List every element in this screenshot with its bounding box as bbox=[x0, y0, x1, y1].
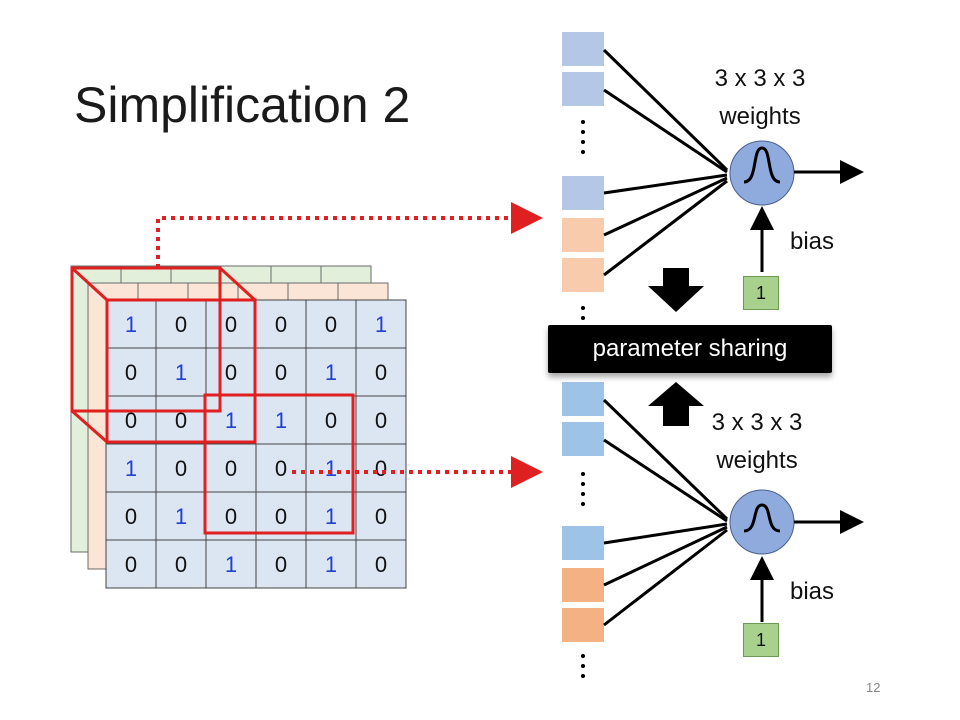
weights-top bbox=[602, 48, 729, 277]
matrix-cell-value: 1 bbox=[225, 552, 237, 577]
matrix-cell-value: 1 bbox=[275, 408, 287, 433]
matrix-cell-value: 0 bbox=[275, 552, 287, 577]
weights-label-top-text: 3 x 3 x 3 weights bbox=[714, 65, 806, 130]
down-block-arrow bbox=[648, 268, 704, 312]
matrix-cell-value: 1 bbox=[225, 408, 237, 433]
receptive-field-cube bbox=[70, 266, 257, 444]
slide-title: Simplification 2 bbox=[74, 77, 411, 133]
matrix-cell-value: 0 bbox=[275, 456, 287, 481]
bias-input-bottom: 1 bbox=[743, 623, 779, 657]
matrix-cell-value: 0 bbox=[375, 360, 387, 385]
matrix-cell-value: 0 bbox=[125, 504, 137, 529]
matrix-cell-value: 1 bbox=[325, 504, 337, 529]
weights-bottom bbox=[602, 398, 729, 627]
matrix-cell-value: 1 bbox=[325, 456, 337, 481]
matrix-cell-value: 1 bbox=[375, 312, 387, 337]
input-column-top bbox=[562, 32, 604, 320]
matrix-cell-value: 0 bbox=[275, 312, 287, 337]
matrix-cell-value: 0 bbox=[375, 408, 387, 433]
matrix-cell-value: 0 bbox=[125, 408, 137, 433]
bias-input-top: 1 bbox=[743, 276, 779, 310]
weights-label-bottom-text: 3 x 3 x 3 weights bbox=[711, 409, 803, 474]
matrix-cell-value: 1 bbox=[325, 552, 337, 577]
up-block-arrow bbox=[648, 382, 704, 426]
neuron-bottom bbox=[729, 489, 795, 555]
matrix-cell-value: 0 bbox=[125, 552, 137, 577]
matrix-cell-value: 0 bbox=[225, 456, 237, 481]
matrix-cell-value: 1 bbox=[125, 456, 137, 481]
matrix-cell-value: 0 bbox=[125, 360, 137, 385]
neuron-top bbox=[729, 140, 795, 206]
matrix-cell-value: 1 bbox=[175, 360, 187, 385]
matrix-cell-value: 1 bbox=[125, 312, 137, 337]
matrix-cell-value: 1 bbox=[325, 360, 337, 385]
weights-label-bottom: 3 x 3 x 3 weights bbox=[697, 404, 817, 480]
input-column-bottom bbox=[562, 382, 604, 678]
matrix-cell-value: 0 bbox=[225, 360, 237, 385]
bias-label-bottom: bias bbox=[790, 578, 835, 605]
matrix-cell-value: 0 bbox=[275, 504, 287, 529]
matrix-cell-value: 0 bbox=[175, 408, 187, 433]
matrix-cell bbox=[355, 539, 407, 589]
matrix-cell-value: 0 bbox=[375, 552, 387, 577]
matrix-cell-value: 1 bbox=[175, 504, 187, 529]
matrix-cell-value: 0 bbox=[275, 360, 287, 385]
matrix-cell-value: 0 bbox=[325, 408, 337, 433]
matrix-cell-value: 0 bbox=[175, 552, 187, 577]
parameter-sharing-banner: parameter sharing bbox=[548, 325, 832, 373]
connection-arrow-top bbox=[156, 202, 543, 268]
weights-label-top: 3 x 3 x 3 weights bbox=[700, 60, 820, 136]
bias-label-top: bias bbox=[790, 228, 835, 255]
matrix-cell-value: 0 bbox=[175, 456, 187, 481]
page-number: 12 bbox=[866, 680, 881, 695]
receptive-field-stride bbox=[203, 393, 355, 535]
matrix-cell-value: 0 bbox=[325, 312, 337, 337]
matrix-cell-value: 0 bbox=[225, 504, 237, 529]
matrix-cell-value: 0 bbox=[375, 504, 387, 529]
matrix-cell-value: 0 bbox=[225, 312, 237, 337]
matrix-cell-value: 0 bbox=[175, 312, 187, 337]
matrix-cell-value: 0 bbox=[375, 456, 387, 481]
